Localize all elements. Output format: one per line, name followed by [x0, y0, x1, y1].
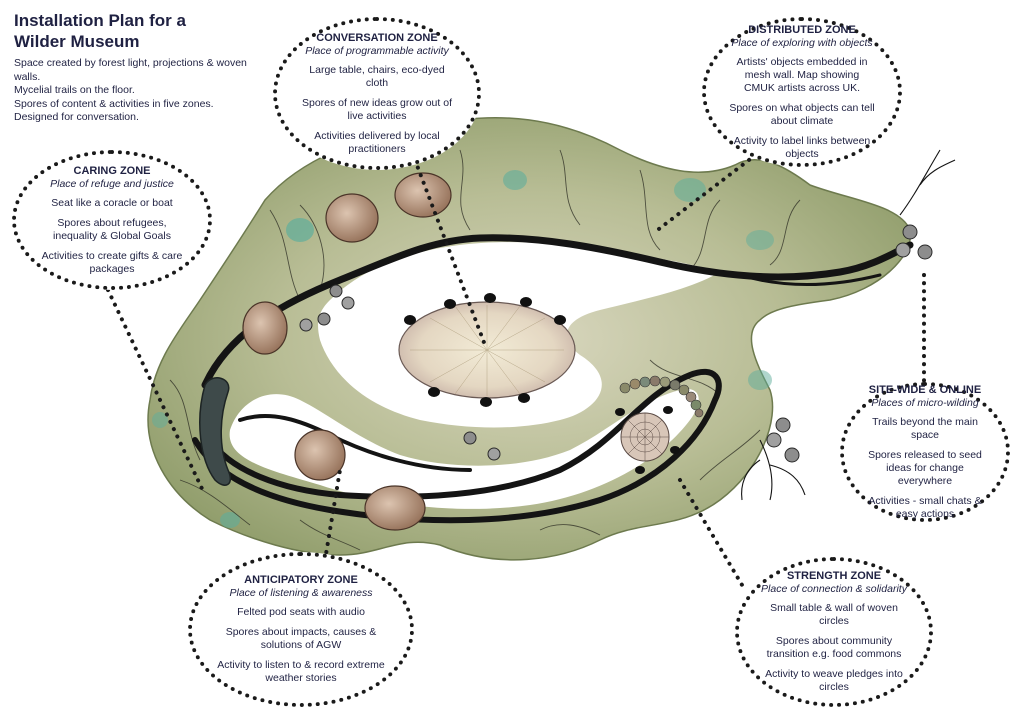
zone-name: STRENGTH ZONE — [786, 570, 882, 582]
zone-item: Spores on what objects can tell about cl… — [729, 101, 875, 127]
zone-subtitle: Place of connection & solidarity — [761, 583, 907, 595]
strength-zone-callout: STRENGTH ZONE Place of connection & soli… — [735, 557, 933, 707]
zone-name: SITE-WIDE & ONLINE — [868, 383, 982, 396]
intro-line: Mycelial trails on the floor. — [14, 84, 135, 96]
zone-item: Activities - small chats & easy actions — [868, 494, 982, 520]
zone-item: Seat like a coracle or boat — [51, 196, 173, 209]
zone-subtitle: Places of micro-wilding — [871, 396, 979, 409]
page-title: Installation Plan for a Wilder Museum — [14, 11, 186, 51]
zone-subtitle: Place of refuge and justice — [50, 177, 174, 190]
zone-item: Spores about impacts, causes & solutions… — [225, 626, 377, 651]
intro-line: Space created by forest light, projectio… — [14, 57, 247, 83]
zone-item: Spores about community transition e.g. f… — [766, 635, 902, 660]
zone-item: Spores about refugees, inequality & Glob… — [53, 216, 171, 242]
site-wide-zone-callout: SITE-WIDE & ONLINE Places of micro-wildi… — [840, 382, 1010, 522]
zone-item: Artists' objects embedded in mesh wall. … — [736, 55, 868, 94]
conversation-zone-callout: CONVERSATION ZONE Place of programmable … — [273, 17, 481, 170]
zone-item: Activity to weave pledges into circles — [765, 668, 903, 693]
conversation-chairs — [404, 293, 566, 407]
caring-zone-callout: CARING ZONE Place of refuge and justice … — [12, 150, 212, 290]
zone-item: Large table, chairs, eco-dyed cloth — [309, 63, 445, 89]
zone-item: Spores released to seed ideas for change… — [868, 448, 982, 487]
intro-line: Designed for conversation. — [14, 111, 139, 123]
woven-circles-wall — [619, 375, 704, 418]
zone-item: Trails beyond the main space — [872, 415, 978, 441]
zone-subtitle: Place of listening & awareness — [229, 587, 373, 599]
zone-subtitle: Place of exploring with objects — [731, 36, 873, 49]
zone-item: Activities to create gifts & care packag… — [41, 249, 183, 275]
zone-item: Activities delivered by local practition… — [314, 129, 440, 155]
zone-item: Felted pod seats with audio — [237, 606, 365, 618]
distributed-zone-callout: DISTRIBUTED ZONE Place of exploring with… — [702, 17, 902, 167]
spore-stones — [299, 224, 933, 463]
zone-name: ANTICIPATORY ZONE — [244, 574, 358, 586]
zone-item: Small table & wall of woven circles — [770, 602, 898, 627]
connector-lines — [106, 148, 926, 592]
intro-line: Spores of content & activities in five z… — [14, 97, 214, 110]
zone-item: Spores of new ideas grow out of live act… — [301, 96, 452, 122]
zone-name: CARING ZONE — [73, 164, 151, 177]
zone-name: DISTRIBUTED ZONE — [748, 23, 856, 36]
coracle-seat — [199, 377, 232, 486]
anticipatory-zone-callout: ANTICIPATORY ZONE Place of listening & a… — [188, 552, 414, 707]
felted-pods — [242, 172, 452, 531]
zone-subtitle: Place of programmable activity — [305, 44, 449, 57]
zone-item: Activity to label links between objects — [733, 134, 871, 160]
zone-name: CONVERSATION ZONE — [316, 31, 438, 44]
zone-item: Activity to listen to & record extreme w… — [217, 659, 385, 684]
lower-walkway — [229, 389, 699, 509]
intro-text: Space created by forest light, projectio… — [14, 57, 264, 125]
outside-roots — [741, 149, 956, 501]
